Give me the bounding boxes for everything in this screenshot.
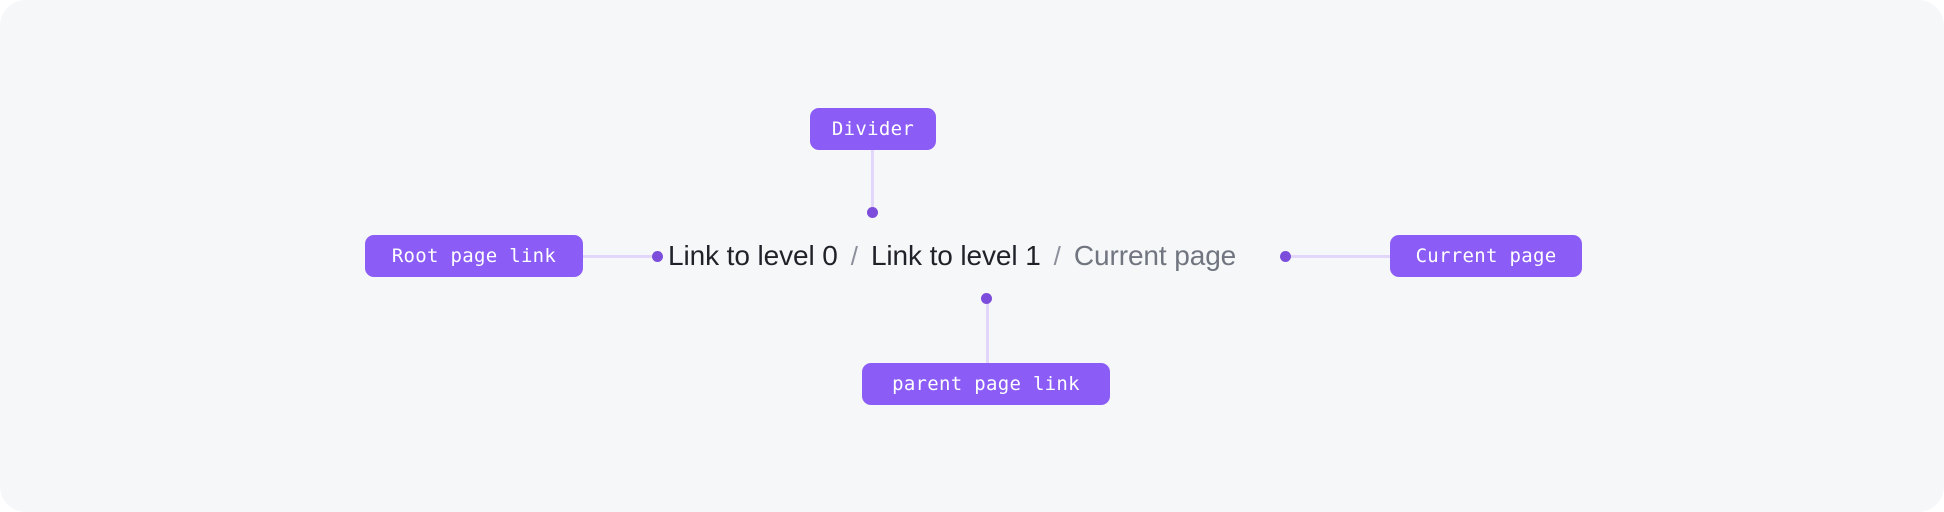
connector-dot-divider	[867, 207, 878, 218]
connector-dot-parent-page-link	[981, 293, 992, 304]
connector-line-current-page	[1284, 255, 1394, 258]
annotation-badge-parent-page-link[interactable]: parent page link	[862, 363, 1110, 405]
annotation-badge-divider[interactable]: Divider	[810, 108, 936, 150]
annotation-badge-current-page[interactable]: Current page	[1390, 235, 1582, 277]
breadcrumb-separator: /	[1053, 241, 1061, 271]
breadcrumb-item-level-0[interactable]: Link to level 0	[668, 240, 838, 271]
connector-line-divider	[871, 148, 874, 214]
connector-line-root-page-link	[580, 255, 660, 258]
breadcrumb: Link to level 0 / Link to level 1 / Curr…	[668, 232, 1236, 280]
annotation-badge-root-page-link[interactable]: Root page link	[365, 235, 583, 277]
connector-dot-current-page	[1280, 251, 1291, 262]
breadcrumb-separator: /	[850, 241, 858, 271]
breadcrumb-item-level-1[interactable]: Link to level 1	[870, 240, 1041, 271]
connector-dot-root-page-link	[652, 251, 663, 262]
connector-line-parent-page-link	[986, 298, 989, 366]
breadcrumb-item-current-page: Current page	[1073, 240, 1237, 271]
